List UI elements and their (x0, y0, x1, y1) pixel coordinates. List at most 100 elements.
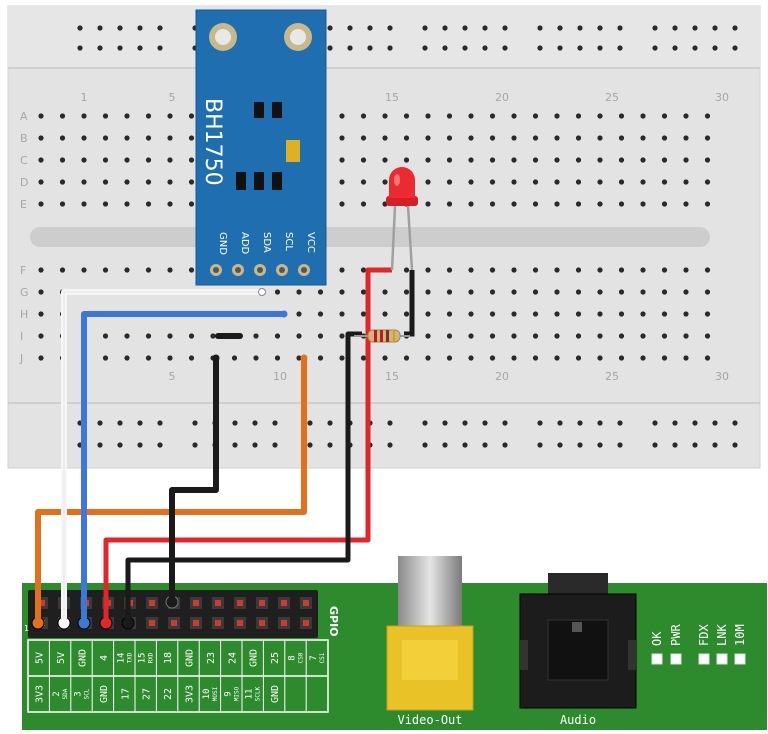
breadboard-hole (532, 333, 539, 339)
pin-label-number: GND (249, 649, 260, 667)
pin-label-function: CS0 (298, 652, 305, 663)
column-label-top: 15 (385, 91, 399, 104)
breadboard-hole (81, 179, 87, 185)
breadboard-hole (347, 25, 353, 31)
breadboard-hole (403, 289, 410, 295)
pin-label-number: 3V3 (35, 685, 46, 703)
breadboard-hole (157, 420, 163, 426)
breadboard-hole (577, 25, 583, 31)
pin-label: GND (78, 649, 89, 667)
breadboard-hole (597, 442, 603, 448)
pin-label: 4 (99, 655, 110, 661)
breadboard-hole (403, 355, 410, 361)
pin-label-number: 17 (120, 688, 131, 700)
video-jack-inner (402, 640, 458, 680)
breadboard-hole (468, 157, 474, 163)
breadboard-hole (537, 45, 543, 51)
breadboard-hole (712, 25, 718, 31)
breadboard-hole (618, 289, 625, 295)
breadboard-hole (618, 135, 625, 141)
column-label-bottom: 15 (385, 370, 399, 383)
breadboard-hole (704, 355, 711, 361)
pin-label: 27 (142, 688, 153, 700)
breadboard-hole (462, 420, 468, 426)
breadboard-hole (732, 442, 738, 448)
breadboard-hole (442, 442, 448, 448)
breadboard-hole (231, 355, 238, 361)
breadboard-hole (554, 135, 560, 141)
breadboard-hole (188, 157, 195, 163)
breadboard-hole (137, 420, 143, 426)
row-label: D (20, 176, 28, 189)
breadboard-hole (511, 267, 517, 273)
pin-label: GND (270, 685, 281, 703)
gpio-pin (215, 620, 221, 626)
breadboard-hole (422, 420, 428, 426)
breadboard-hole (117, 45, 123, 51)
breadboard-hole (137, 25, 143, 31)
gpio-pin (39, 600, 45, 606)
breadboard-hole (640, 179, 646, 185)
breadboard-hole (347, 45, 353, 51)
breadboard-hole (446, 267, 453, 273)
pin-label-function: CS1 (319, 652, 326, 663)
breadboard-hole (732, 25, 738, 31)
pin-label: 3V3 (185, 685, 196, 703)
breadboard-hole (575, 201, 582, 207)
breadboard-hole (683, 311, 689, 317)
breadboard-hole (554, 201, 560, 207)
sensor-pin-label: ADD (239, 232, 250, 255)
breadboard-hole (327, 45, 333, 51)
breadboard-hole (403, 267, 410, 273)
pin-label-number: 23 (206, 652, 217, 664)
breadboard-hole (102, 355, 109, 361)
breadboard-hole (704, 311, 711, 317)
breadboard-hole (382, 157, 388, 163)
breadboard-hole (489, 311, 496, 317)
pin-label-number: GND (185, 649, 196, 667)
row-label: G (20, 286, 29, 299)
breadboard-hole (253, 355, 259, 361)
breadboard-hole (124, 113, 130, 119)
pin-label-number: 5V (56, 652, 67, 664)
pin-label: 18 (163, 652, 174, 664)
breadboard-hole (511, 135, 517, 141)
breadboard-hole (704, 157, 711, 163)
breadboard-hole (387, 25, 393, 31)
sensor-pin-label: SCL (283, 232, 294, 251)
breadboard-hole (640, 201, 646, 207)
breadboard-hole (327, 25, 333, 31)
pin-label-number: 2 (52, 691, 62, 696)
breadboard-hole (317, 355, 324, 361)
breadboard-hole (145, 135, 152, 141)
breadboard-hole (339, 113, 345, 119)
breadboard-hole (482, 420, 488, 426)
breadboard-hole (188, 135, 195, 141)
breadboard-hole (502, 45, 508, 51)
breadboard-hole (59, 201, 66, 207)
mount-hole-left-inner (215, 29, 231, 45)
breadboard-hole (102, 267, 109, 273)
breadboard-hole (102, 333, 109, 339)
breadboard-hole (704, 333, 711, 339)
breadboard-hole (618, 333, 625, 339)
led-leg-anode (390, 205, 397, 271)
gpio-wire-end (57, 616, 71, 630)
breadboard-hole (446, 157, 453, 163)
pin-label-number: 24 (227, 652, 238, 664)
sensor-chip-6 (272, 172, 282, 190)
pin-label-number: 9 (223, 691, 233, 696)
breadboard-hole (59, 179, 66, 185)
breadboard-hole (575, 289, 582, 295)
breadboard-hole (661, 311, 668, 317)
wire-black-led (404, 270, 415, 337)
breadboard-hole (339, 289, 345, 295)
breadboard-hole (137, 45, 143, 51)
breadboard-hole (532, 201, 539, 207)
sensor-chip-1 (254, 102, 264, 118)
breadboard-hole (167, 355, 173, 361)
breadboard-hole (554, 311, 560, 317)
led-rim (386, 196, 418, 206)
